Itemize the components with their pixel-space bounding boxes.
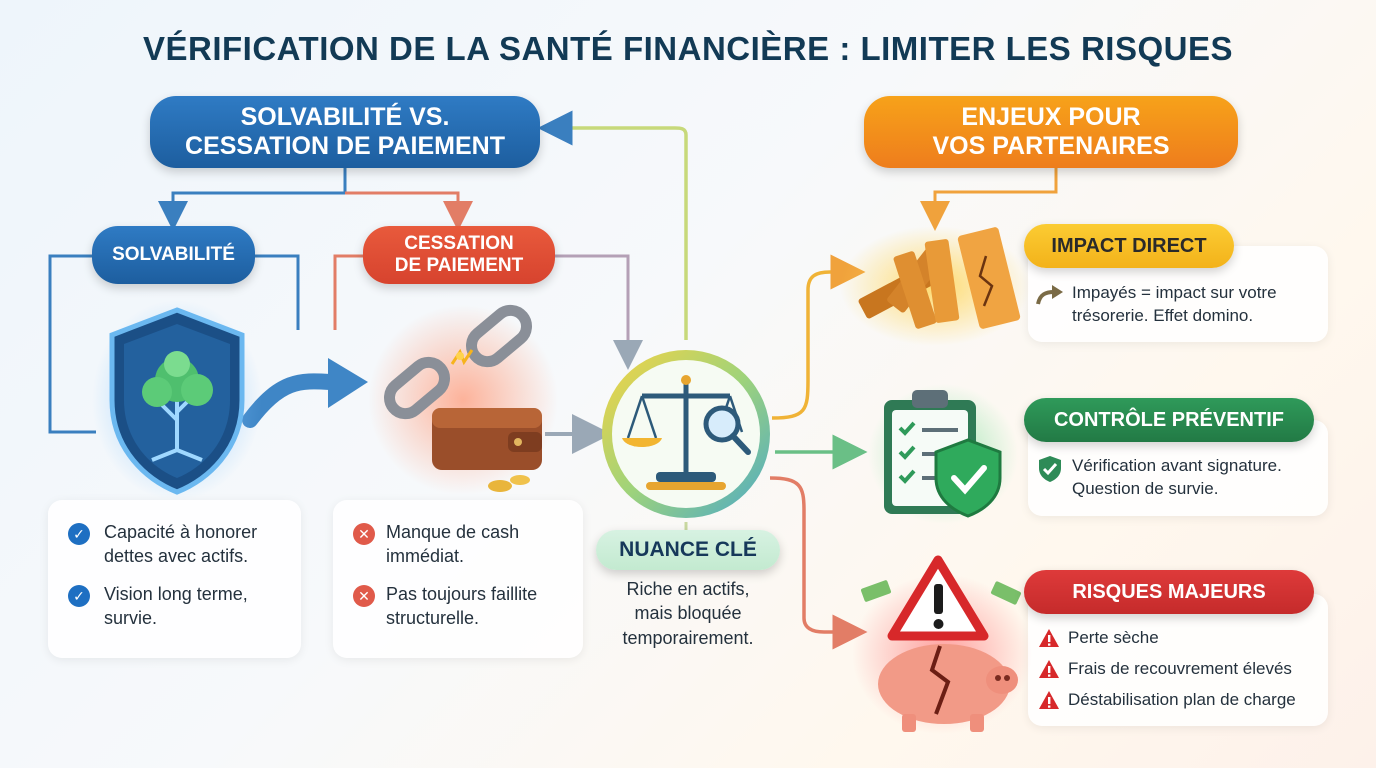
nuance-line: temporairement. bbox=[622, 627, 754, 648]
broken-piggy-bank-warning-icon bbox=[852, 554, 1032, 734]
header-line-2: VOS PARTENAIRES bbox=[932, 132, 1170, 160]
page-title: VÉRIFICATION DE LA SANTÉ FINANCIÈRE : LI… bbox=[142, 30, 1234, 67]
balance-scale-magnifier-icon bbox=[598, 346, 774, 522]
cessation-point-2: Pas toujours faillite structurelle. bbox=[386, 582, 537, 631]
shield-check-icon bbox=[1038, 455, 1062, 483]
cessation-label: CESSATION DE PAIEMENT bbox=[363, 226, 555, 284]
impact-line: Impayés = impact sur votre bbox=[1072, 283, 1277, 302]
controle-text: Vérification avant signature. Question d… bbox=[1072, 455, 1282, 501]
x-icon: ✕ bbox=[353, 585, 375, 607]
header-enjeux-partenaires: ENJEUX POUR VOS PARTENAIRES bbox=[864, 96, 1238, 168]
point-line: dettes avec actifs. bbox=[104, 546, 249, 567]
risque-item-2: Frais de recouvrement élevés bbox=[1068, 659, 1292, 678]
nuance-line: Riche en actifs, bbox=[626, 579, 750, 599]
controle-line: Question de survie. bbox=[1072, 478, 1219, 498]
cessation-card bbox=[333, 500, 583, 658]
x-icon: ✕ bbox=[353, 523, 375, 545]
solvabilite-label: SOLVABILITÉ bbox=[92, 226, 255, 284]
header-line-1: SOLVABILITÉ VS. bbox=[240, 103, 450, 132]
cessation-point-1: Manque de cash immédiat. bbox=[386, 520, 519, 569]
risques-label: RISQUES MAJEURS bbox=[1024, 570, 1314, 614]
cessation-label-line-1: CESSATION bbox=[404, 233, 514, 255]
controle-label: CONTRÔLE PRÉVENTIF bbox=[1024, 398, 1314, 442]
header-line-2: CESSATION DE PAIEMENT bbox=[185, 132, 505, 160]
risques-label-text: RISQUES MAJEURS bbox=[1072, 580, 1266, 603]
point-line: survie. bbox=[104, 608, 158, 629]
nuance-line: mais bloquée bbox=[634, 603, 742, 624]
warning-icon bbox=[1038, 690, 1060, 710]
risque-item-1: Perte sèche bbox=[1068, 628, 1159, 647]
header-line-1: ENJEUX POUR bbox=[961, 103, 1141, 132]
point-line: immédiat. bbox=[386, 546, 465, 567]
point-line: structurelle. bbox=[386, 608, 480, 629]
checklist-shield-icon bbox=[868, 384, 1018, 524]
controle-label-text: CONTRÔLE PRÉVENTIF bbox=[1053, 408, 1284, 431]
solvabilite-point-2: Vision long terme, survie. bbox=[104, 582, 248, 631]
falling-dominoes-icon bbox=[840, 216, 1030, 346]
impact-label: IMPACT DIRECT bbox=[1024, 224, 1234, 268]
solvabilite-card bbox=[48, 500, 301, 658]
cessation-label-line-2: DE PAIEMENT bbox=[394, 255, 524, 276]
risque-item-3: Déstabilisation plan de charge bbox=[1068, 690, 1296, 709]
nuance-label-text: NUANCE CLÉ bbox=[619, 537, 757, 561]
point-line: Manque de cash bbox=[386, 522, 520, 542]
broken-chain-wallet-icon bbox=[368, 300, 558, 500]
impact-text: Impayés = impact sur votre trésorerie. E… bbox=[1072, 282, 1277, 328]
nuance-label: NUANCE CLÉ bbox=[596, 530, 780, 570]
impact-line: trésorerie. Effet domino. bbox=[1072, 305, 1254, 325]
point-line: Vision long terme, bbox=[104, 584, 248, 604]
header-solvabilite-vs-cessation: SOLVABILITÉ VS. CESSATION DE PAIEMENT bbox=[150, 96, 540, 168]
shield-tree-icon bbox=[92, 300, 262, 500]
solvabilite-label-text: SOLVABILITÉ bbox=[112, 244, 235, 266]
warning-icon bbox=[1038, 659, 1060, 679]
check-icon: ✓ bbox=[68, 585, 90, 607]
nuance-text: Riche en actifs, mais bloquée temporaire… bbox=[590, 577, 786, 650]
impact-label-text: IMPACT DIRECT bbox=[1051, 234, 1207, 257]
curved-arrow-icon bbox=[1036, 284, 1064, 306]
controle-line: Vérification avant signature. bbox=[1072, 456, 1282, 475]
check-icon: ✓ bbox=[68, 523, 90, 545]
point-line: Capacité à honorer bbox=[104, 522, 258, 542]
warning-icon bbox=[1038, 628, 1060, 648]
point-line: Pas toujours faillite bbox=[386, 584, 538, 604]
risques-card bbox=[1028, 594, 1328, 726]
solvabilite-point-1: Capacité à honorer dettes avec actifs. bbox=[104, 520, 257, 569]
